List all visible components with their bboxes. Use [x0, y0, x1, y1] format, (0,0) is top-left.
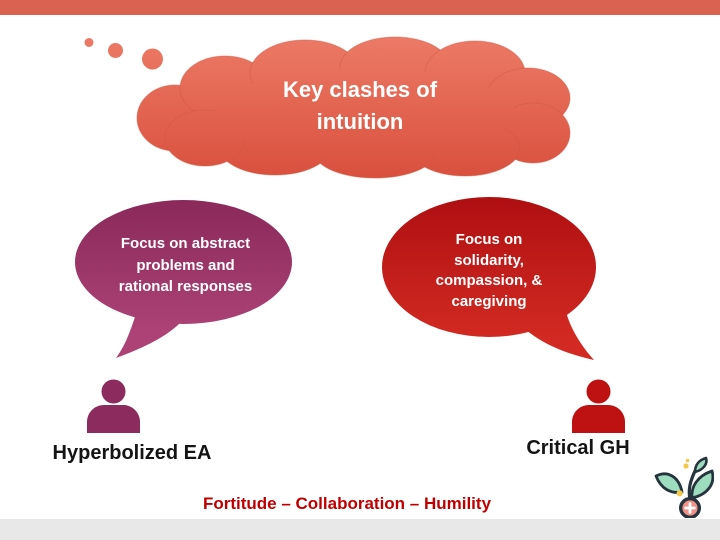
person-icon — [572, 379, 625, 433]
left-speech-bubble-shape — [75, 200, 292, 358]
logo-dots — [676, 458, 690, 497]
right-speech-bubble-shape — [382, 197, 596, 360]
slide-title: Key clashes of intuition — [245, 74, 475, 138]
thought-cloud-shape — [84, 36, 571, 179]
plus-icon — [684, 502, 696, 514]
right-figure-label: Critical GH — [526, 437, 630, 459]
top-accent-bar — [0, 0, 720, 15]
footer-tagline: Fortitude – Collaboration – Humility — [202, 494, 492, 513]
slide-title-line-2: intuition — [316, 109, 404, 134]
thought-trail-dots — [84, 38, 163, 70]
sprout-medical-logo-icon — [654, 456, 714, 518]
slide-title-line-1: Key clashes of — [282, 77, 438, 102]
bottom-gray-bar — [0, 519, 720, 540]
cloud-bumps — [136, 36, 571, 179]
right-bubble-text: Focus on solidarity, compassion, & careg… — [435, 231, 543, 310]
person-icon — [87, 379, 140, 433]
left-figure-label: Hyperbolized EA — [52, 442, 212, 464]
left-bubble-text: Focus on abstract problems and rational … — [118, 235, 253, 295]
